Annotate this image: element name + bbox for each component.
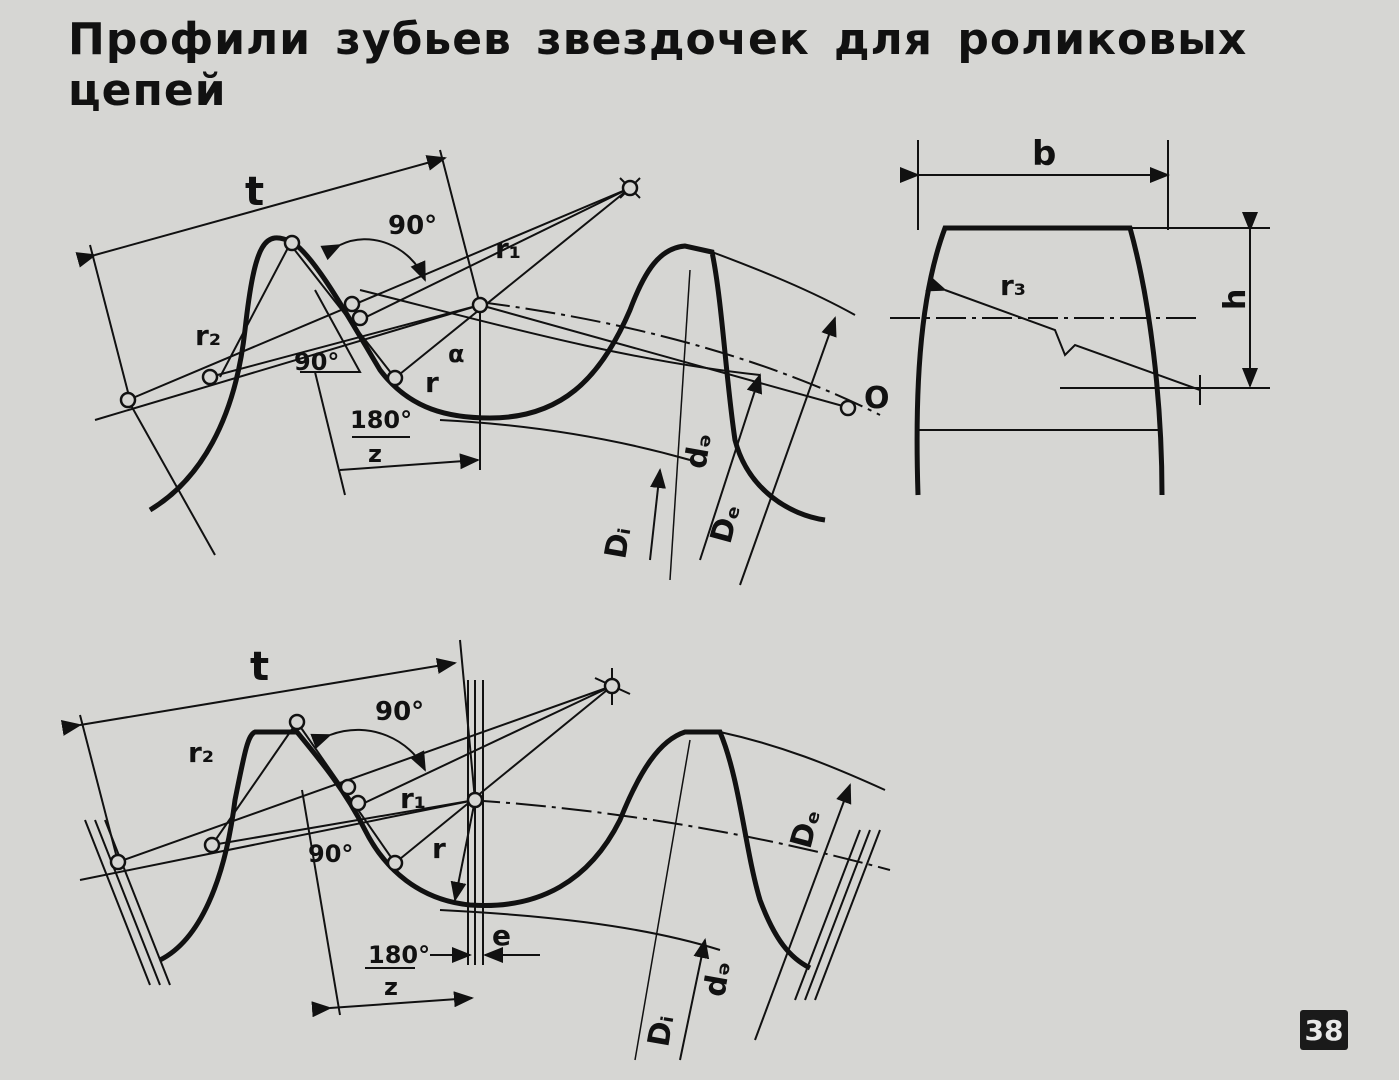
top-ref-arc <box>359 289 761 376</box>
top-root-arc <box>439 419 691 461</box>
top-de-label: Dₑ <box>704 500 748 547</box>
top-angle-90-lower: 90° <box>294 348 339 376</box>
side-b-label: b <box>1032 134 1056 174</box>
side-labels: b h r₃ <box>1000 134 1253 310</box>
side-profile <box>914 225 1165 496</box>
bottom-r2-label: r₂ <box>188 736 214 769</box>
bottom-de-label: Dₑ <box>784 805 828 852</box>
bottom-frac-den: z <box>384 973 398 1001</box>
bottom-frac-num: 180° <box>368 941 430 969</box>
top-outer-arc <box>711 251 856 316</box>
bottom-angle-90-upper: 90° <box>375 697 424 727</box>
bottom-di-label: Dᵢ <box>641 1012 681 1049</box>
bottom-r1-label: r₁ <box>400 782 426 815</box>
bottom-outer-arc <box>719 731 886 791</box>
top-tooth-profile <box>148 235 826 523</box>
bottom-pitch-label: t <box>250 644 269 690</box>
top-r2-label: r₂ <box>195 319 221 352</box>
bottom-angle-90-lower: 90° <box>308 840 353 868</box>
page-number-badge: 38 <box>1300 1010 1348 1050</box>
side-r3-label: r₃ <box>1000 269 1026 302</box>
top-frac-num: 180° <box>350 406 412 434</box>
bottom-root-arc <box>439 909 721 951</box>
top-tooth-diagram <box>75 149 881 586</box>
page-title: Профили зубьев звездочек для роликовых ц… <box>68 14 1248 116</box>
top-labels: t 90° 90° r₁ r₂ r α 180° z O Dᵢ dₔ Dₑ <box>195 169 890 561</box>
top-center-label: O <box>864 381 890 416</box>
top-pitch-arc <box>479 301 881 416</box>
bottom-e-label: e <box>492 919 511 952</box>
bottom-pitch-arc <box>469 799 891 871</box>
bottom-tooth-profile <box>158 729 812 971</box>
bottom-labels: t 90° 90° r₁ r₂ r 180° z e Dᵢ dₔ Dₑ <box>188 644 828 1049</box>
top-pitch-label: t <box>245 169 264 215</box>
top-di-label: Dᵢ <box>598 524 638 561</box>
bottom-da-label: dₔ <box>697 958 738 999</box>
bottom-r-label: r <box>432 832 446 865</box>
side-h-label: h <box>1218 289 1253 310</box>
top-da-label: dₔ <box>678 430 719 471</box>
top-r1-label: r₁ <box>495 232 521 265</box>
top-frac-den: z <box>368 440 382 468</box>
bottom-tooth-diagram <box>60 639 891 1061</box>
top-angle-90-upper: 90° <box>388 211 437 241</box>
side-profile-diagram <box>890 140 1270 496</box>
top-alpha-label: α <box>448 340 465 368</box>
top-r-label: r <box>425 366 439 399</box>
